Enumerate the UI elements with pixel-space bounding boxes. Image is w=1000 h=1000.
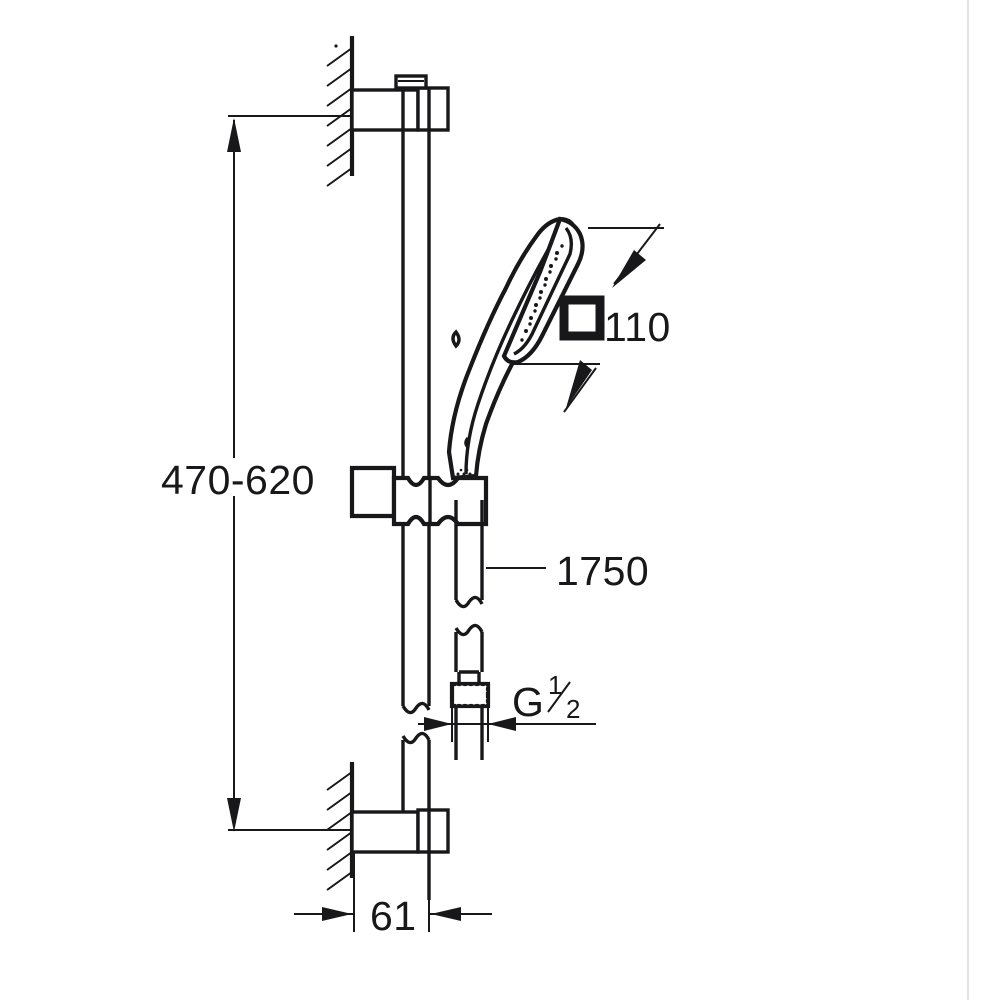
- square-symbol-icon: [559, 295, 605, 341]
- spray-face-nozzles: [520, 244, 564, 342]
- dimension-head-size: 110: [512, 223, 671, 413]
- dimension-label-wall-projection: 61: [370, 893, 417, 939]
- slider-holder: [349, 465, 489, 527]
- wall-upper: [326, 36, 355, 187]
- dimension-label-hose-length: 1750: [556, 548, 649, 594]
- dimension-label-thread-letter: G: [512, 679, 544, 725]
- hose: [454, 500, 484, 684]
- rail-tube-upper: [401, 88, 431, 478]
- thread-fraction-numerator: 1: [548, 670, 562, 700]
- bracket-top: [350, 74, 450, 132]
- dimension-label-head-size: 110: [604, 304, 671, 350]
- bracket-bottom: [350, 808, 450, 900]
- thread-fraction-denominator: 2: [566, 694, 580, 724]
- handset: [446, 216, 585, 481]
- handset-outlet-speckle: [456, 468, 472, 476]
- dimension-hose-length: 1750: [486, 548, 649, 594]
- dimension-label-rail-height: 470-620: [161, 457, 315, 503]
- rail-tube-lower: [401, 524, 431, 818]
- dimension-rail-height: 470-620: [161, 115, 352, 832]
- dimension-thread: G 1 2: [418, 670, 596, 742]
- dimension-wall-projection: 61: [294, 852, 492, 939]
- wall-lower: [326, 762, 355, 891]
- hose-nut: [449, 681, 491, 760]
